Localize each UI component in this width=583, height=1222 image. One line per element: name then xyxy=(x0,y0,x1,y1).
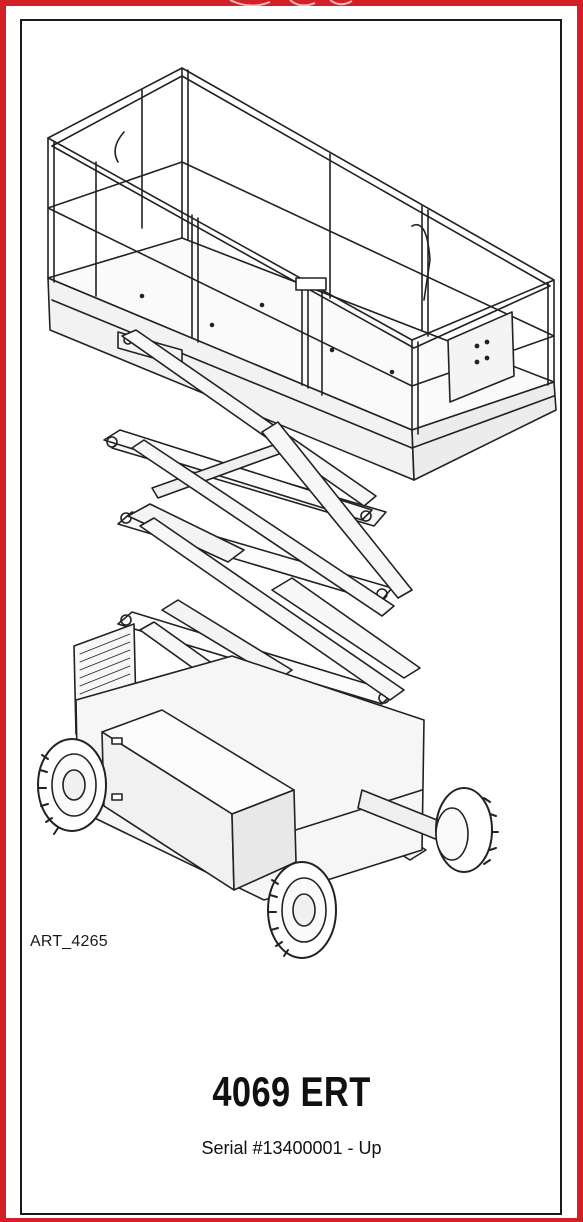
cover-frame xyxy=(20,19,562,1215)
wheel-rear-left xyxy=(37,738,107,835)
scissor-lift-illustration xyxy=(37,67,557,959)
art-reference-label: ART_4265 xyxy=(30,933,108,950)
model-title: 4069 ERT xyxy=(212,1068,371,1115)
wheel-front-right xyxy=(435,787,499,873)
serial-range: Serial #13400001 - Up xyxy=(201,1138,382,1158)
wheel-front-left xyxy=(267,861,337,959)
logo-emblem-icon xyxy=(229,0,353,7)
